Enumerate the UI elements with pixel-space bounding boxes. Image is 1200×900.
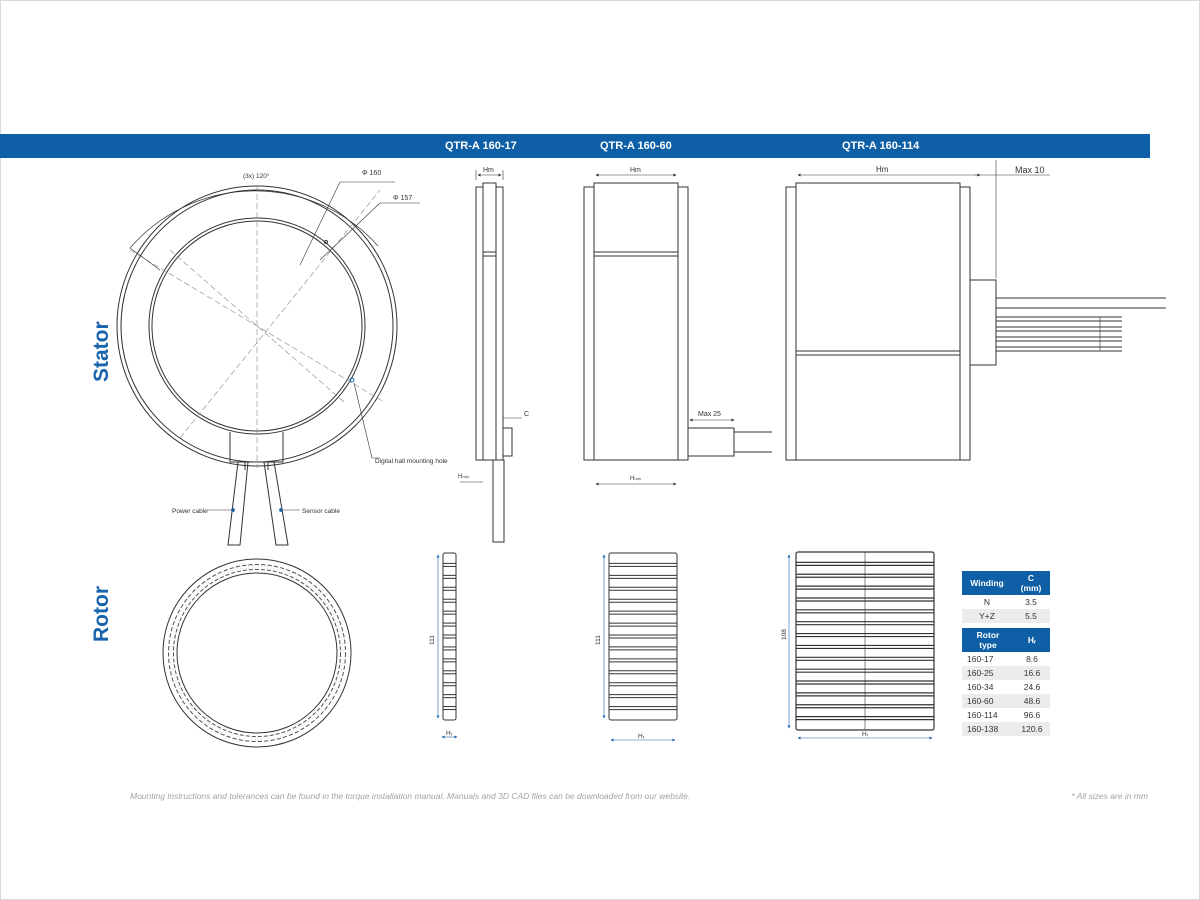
stator-side-160-60 (583, 173, 772, 486)
diameter-inner-label: Φ 157 (393, 195, 412, 202)
c-dim-label: C (524, 411, 529, 418)
rotor-cell: 160-25 (962, 666, 1014, 680)
winding-header-0: Winding (962, 571, 1012, 595)
max10-label: Max 10 (1015, 165, 1045, 175)
table-row: 160-114 96.6 (962, 708, 1050, 722)
winding-table: Winding C (mm) N 3.5 Y+Z 5.5 (962, 571, 1050, 623)
model-title-160-114: QTR-A 160-114 (842, 140, 920, 152)
hall-hole-label: Digital hall mounting hole (375, 458, 448, 465)
rotor-cell: 160-34 (967, 682, 994, 692)
rotor-dimensions (436, 554, 933, 742)
dim-108: 108 (781, 629, 788, 640)
power-cable-label: Power cable (172, 508, 208, 515)
footer-note: Mounting instructions and tolerances can… (130, 791, 691, 801)
rotor-cell: 160-138 (962, 722, 1014, 736)
rotor-front-view (162, 558, 352, 748)
winding-cell: N (983, 597, 991, 607)
winding-cell: 3.5 (1025, 597, 1037, 607)
dim-111-a: 111 (429, 635, 436, 645)
hmin-label: Hₘᵢₙ (458, 474, 470, 480)
rotor-side-160-17 (442, 552, 457, 721)
header-banner (0, 134, 1150, 158)
winding-cell: 5.5 (1012, 609, 1050, 623)
rotor-cell: 16.6 (1014, 666, 1050, 680)
stator-side-160-17 (460, 170, 522, 543)
table-row: Y+Z 5.5 (962, 609, 1050, 623)
winding-cell: Y+Z (962, 609, 1012, 623)
units-note: * All sizes are in mm (1071, 791, 1148, 801)
dim-111-b: 111 (595, 635, 602, 645)
rotor-cell: 120.6 (1014, 722, 1050, 736)
rotor-cell: 160-17 (967, 654, 994, 664)
table-row: N 3.5 (962, 595, 1050, 609)
rotor-header-0: Rotor type (962, 628, 1014, 652)
model-title-160-17: QTR-A 160-17 (445, 140, 517, 152)
angle-label: (3x) 120° (243, 172, 270, 180)
rotor-side-160-114 (795, 551, 935, 731)
stator-front-view (116, 181, 420, 546)
hm-label-17: Hm (483, 167, 494, 174)
hm-label-114: Hm (876, 165, 889, 174)
rotor-cell: 160-114 (967, 710, 998, 720)
rotor-cell: 48.6 (1014, 694, 1050, 708)
stator-side-160-114 (785, 160, 1166, 461)
model-title-160-60: QTR-A 160-60 (600, 140, 672, 152)
hr-label-17: Hᵣ (446, 730, 453, 737)
diameter-outer-label: Φ 160 (362, 170, 381, 177)
rotor-cell: 8.6 (1026, 654, 1038, 664)
rotor-cell: 96.6 (1023, 710, 1041, 720)
rotor-side-160-60 (608, 552, 678, 721)
hm-label-60: Hm (630, 167, 641, 174)
hmin-label-60: Hₘᵢₙ (630, 476, 642, 482)
hr-label-114: Hᵣ (862, 731, 869, 738)
rotor-cell: 24.6 (1023, 682, 1041, 692)
rotor-cell: 160-60 (962, 694, 1014, 708)
rotor-header-1: Hᵣ (1014, 628, 1050, 652)
winding-header-1: C (mm) (1012, 571, 1050, 595)
table-row: 160-34 24.6 (962, 680, 1050, 694)
hr-label-60: Hᵣ (638, 733, 645, 740)
max25-label: Max 25 (698, 411, 721, 418)
sensor-cable-label: Sensor cable (302, 508, 340, 515)
table-row: 160-17 8.6 (962, 652, 1050, 666)
